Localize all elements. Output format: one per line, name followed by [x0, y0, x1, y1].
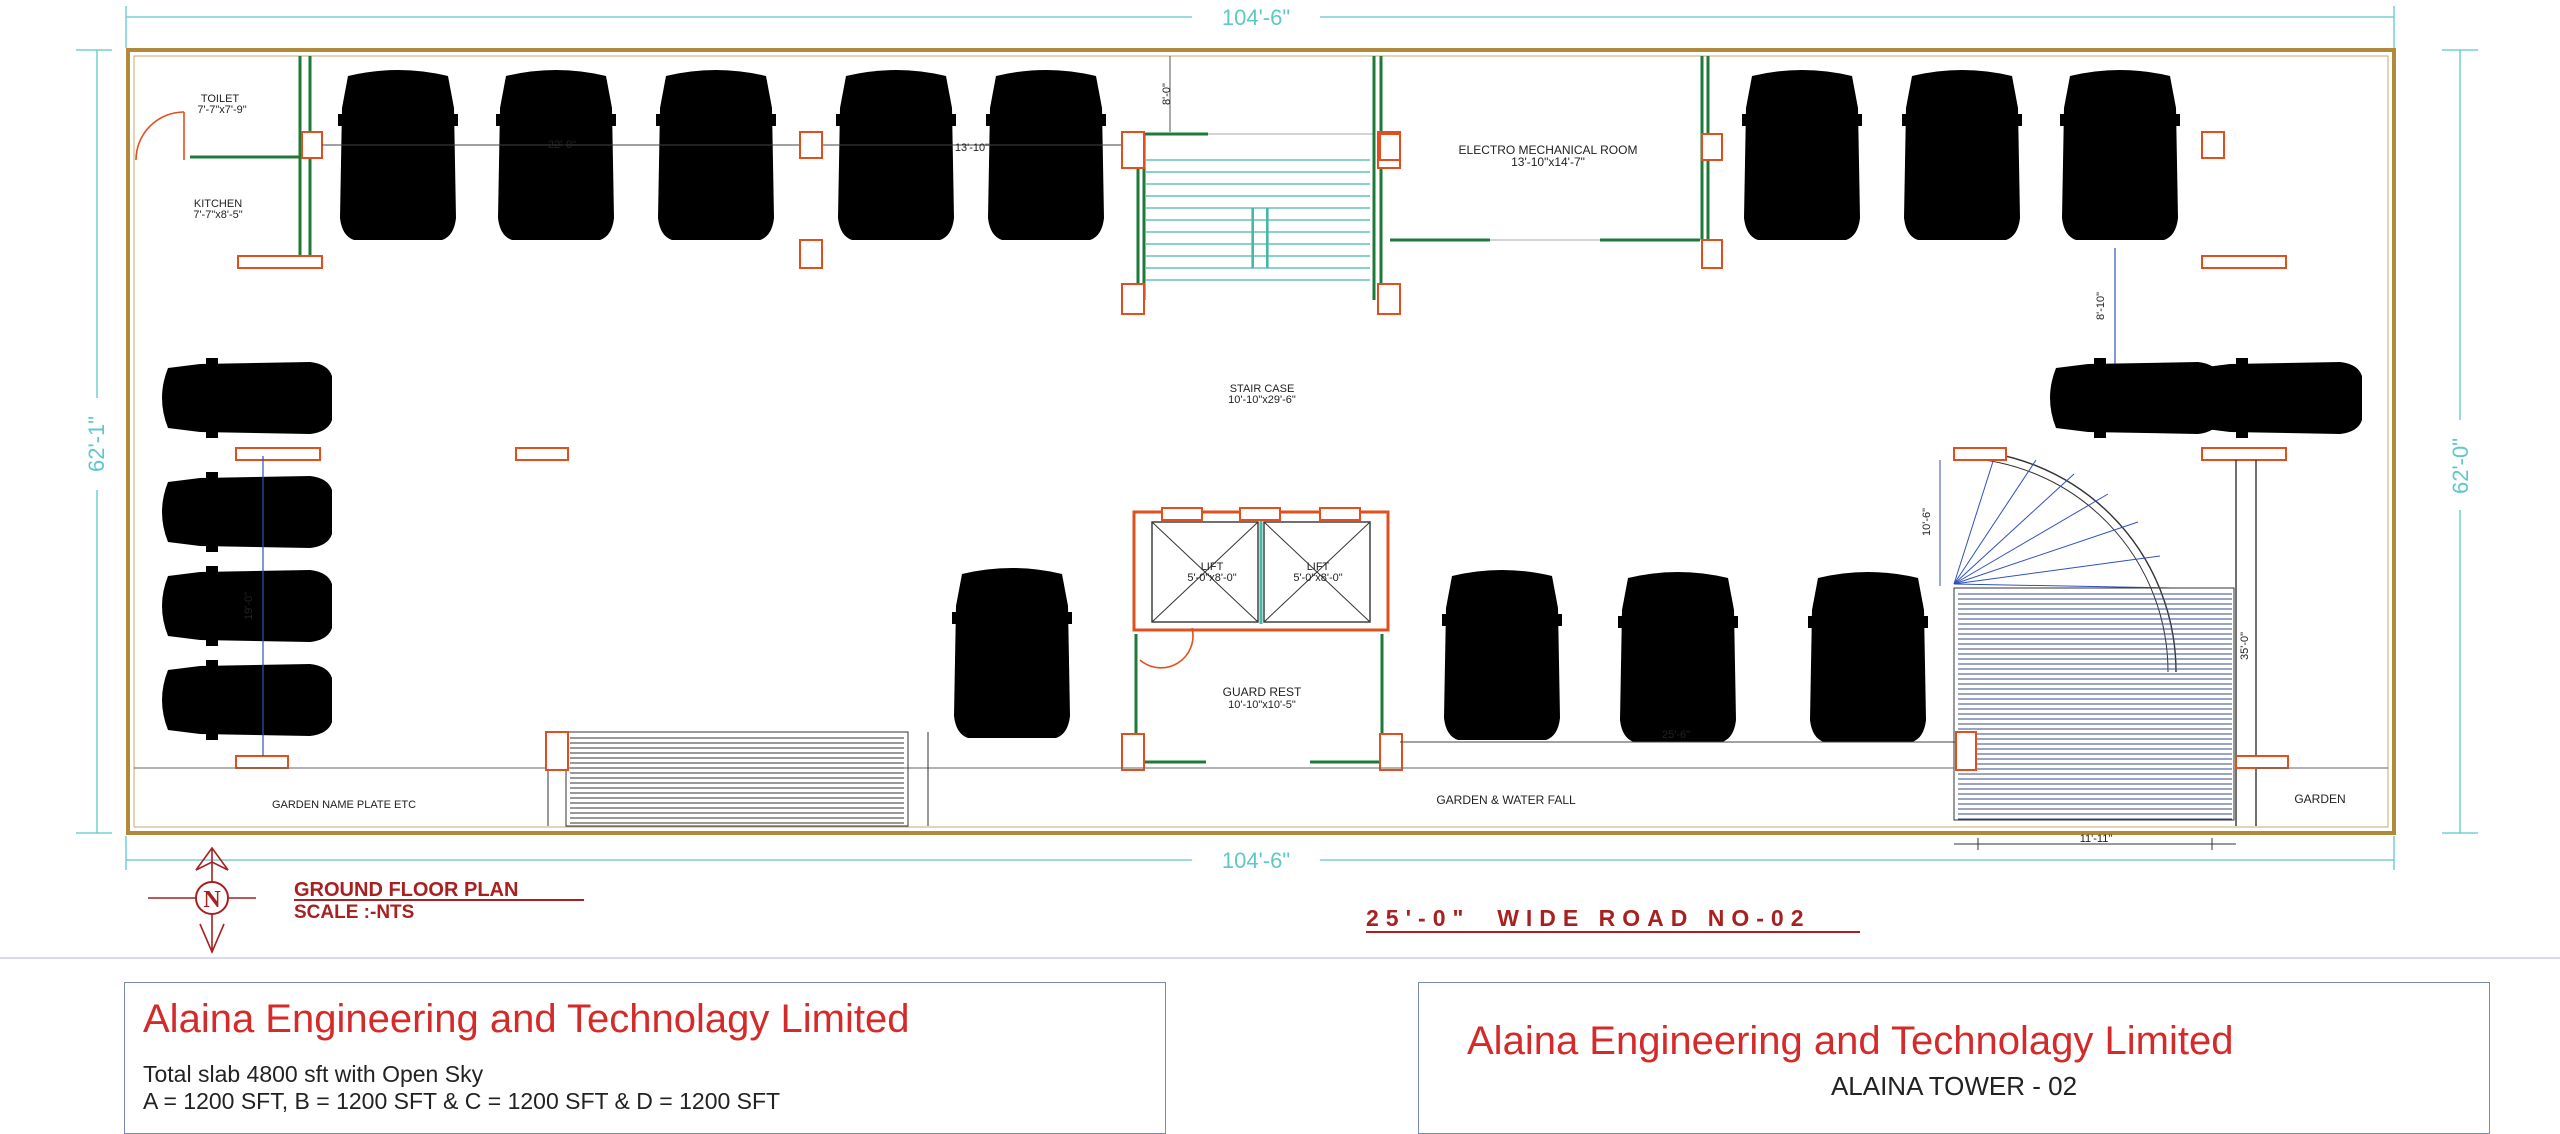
- bottom-width-dimension: 104'-6": [1222, 848, 1290, 873]
- lift-2-size: 5'-0"x8'-0": [1293, 572, 1342, 584]
- ground-floor-plan-drawing: 104'-6" 104'-6" 62'-1" 62'-0" TOILET 7'-…: [0, 5, 2560, 959]
- parking-dimension-22ft: 22'-0": [548, 139, 576, 151]
- toilet-label: TOILET: [201, 93, 240, 105]
- garden-label: GARDEN: [2294, 792, 2345, 806]
- ramp-height-dimension: 10'-6": [1921, 508, 1933, 536]
- kitchen-label: KITCHEN: [194, 198, 242, 210]
- parking-car-bottom-2: [1442, 570, 1562, 740]
- kitchen-size: 7'-7"x8'-5": [193, 209, 242, 221]
- plan-title: GROUND FLOOR PLAN: [294, 879, 518, 901]
- stair-case-size: 10'-10"x29'-6": [1228, 394, 1296, 406]
- slab-summary: Total slab 4800 sft with Open Sky: [143, 1061, 484, 1087]
- parking-dimension-13ft: 13'-10": [955, 142, 989, 154]
- garden-water-fall-label: GARDEN & WATER FALL: [1436, 793, 1576, 807]
- north-label: N: [203, 887, 221, 913]
- left-company-name: Alaina Engineering and Technolagy Limite…: [143, 997, 910, 1041]
- parking-car-top-6: [1742, 70, 1862, 240]
- electro-mechanical-room: [1379, 56, 1723, 269]
- guard-rest-label: GUARD REST: [1223, 685, 1302, 699]
- left-title-block: Alaina Engineering and Technolagy Limite…: [124, 982, 1166, 1134]
- ramp-width-dimension: 11'-11": [2080, 833, 2113, 845]
- plan-scale: SCALE :-NTS: [294, 902, 414, 923]
- toilet-size: 7'-7"x7'-9": [197, 104, 246, 116]
- parking-car-top-7: [1902, 70, 2022, 240]
- north-arrow-icon: [148, 846, 256, 955]
- parking-car-top-1: [338, 70, 458, 240]
- lift-1-size: 5'-0"x8'-0": [1187, 572, 1236, 584]
- electro-room-label: ELECTRO MECHANICAL ROOM: [1459, 143, 1638, 157]
- entrance-area: [134, 731, 2388, 827]
- parking-car-top-5: [986, 70, 1106, 240]
- road-label: 25'-0" WIDE ROAD NO-02: [1366, 905, 1810, 931]
- parking-car-bottom-3: [1618, 572, 1738, 742]
- left-column-dimension: 19'-0": [243, 592, 255, 620]
- parking-car-top-4: [836, 70, 956, 240]
- parking-car-top-2: [496, 70, 616, 240]
- lift-2-label: LIFT: [1307, 561, 1330, 573]
- project-name: ALAINA TOWER - 02: [1830, 1071, 2078, 1101]
- parking-car-left-4: [162, 660, 332, 740]
- parking-car-right-1b: [2192, 358, 2362, 438]
- right-height-dimension: 62'-0": [2448, 438, 2473, 494]
- right-drive-dimension: 8'-10": [2095, 292, 2107, 320]
- dimension-lines: [76, 6, 2478, 870]
- toilet-kitchen-block: [135, 56, 323, 269]
- lift-1-label: LIFT: [1201, 561, 1224, 573]
- property-boundary: [126, 48, 2396, 835]
- parking-car-left-2: [162, 472, 332, 552]
- unit-area-summary: A = 1200 SFT, B = 1200 SFT & C = 1200 SF…: [143, 1088, 781, 1114]
- left-height-dimension: 62'-1": [84, 416, 109, 472]
- parking-car-top-8: [2060, 70, 2180, 240]
- right-company-name: Alaina Engineering and Technolagy Limite…: [1467, 1019, 2234, 1063]
- parking-car-bottom-1: [952, 568, 1072, 738]
- parking-car-top-3: [656, 70, 776, 240]
- parking-car-left-1: [162, 358, 332, 438]
- guard-rest-size: 10'-10"x10'-5": [1228, 699, 1296, 711]
- stair-gap-dimension: 8'-0": [1161, 83, 1173, 105]
- top-width-dimension: 104'-6": [1222, 5, 1290, 30]
- lift-core: [1121, 507, 1403, 771]
- stair-case-label: STAIR CASE: [1230, 383, 1295, 395]
- ramp-length-dimension: 35'-0": [2239, 632, 2251, 660]
- electro-room-size: 13'-10"x14'-7": [1511, 155, 1585, 169]
- parking-car-bottom-4: [1808, 572, 1928, 742]
- spiral-ramp: [1939, 447, 2289, 850]
- bottom-mid-dimension: 25'-6": [1662, 729, 1690, 741]
- right-title-block: Alaina Engineering and Technolagy Limite…: [1418, 982, 2490, 1134]
- garden-name-plate-label: GARDEN NAME PLATE ETC: [272, 799, 416, 811]
